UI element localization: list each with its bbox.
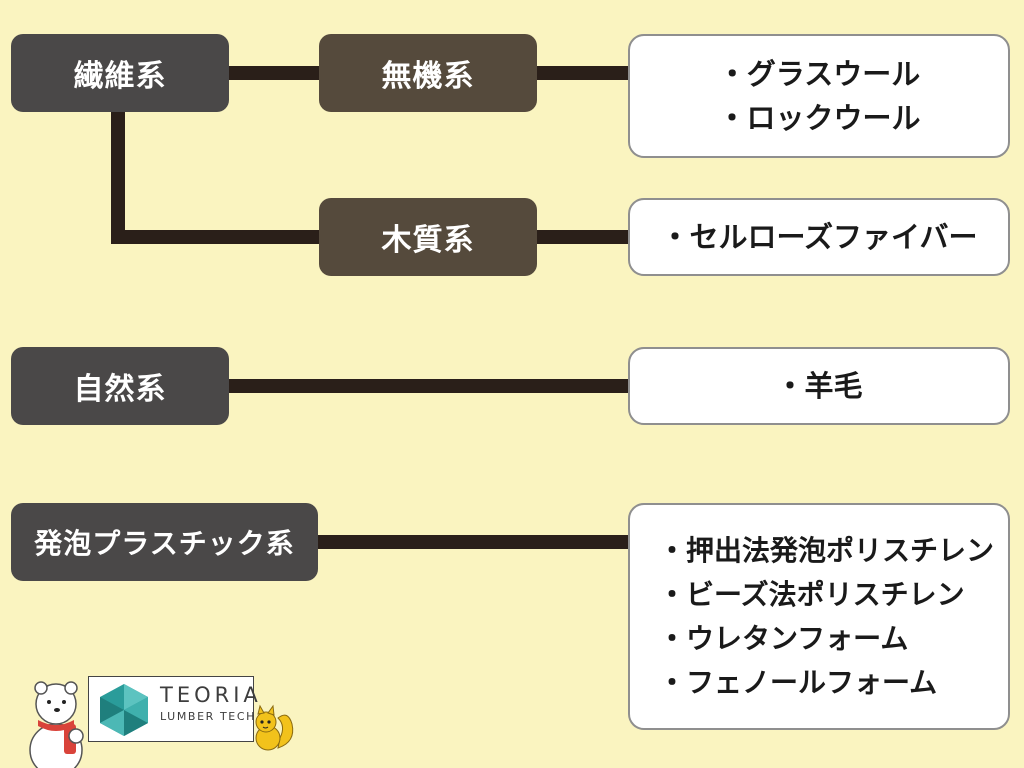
category-foam-label: 発泡プラスチック系 [34,527,295,560]
squirrel-mascot-icon [255,704,294,751]
material-item: ・セルローズファイバー [660,220,978,254]
logo-name: TEORIA [160,683,262,707]
category-inorganic-label: 無機系 [381,59,475,94]
materials-wood-box: ・セルローズファイバー [628,198,1010,276]
materials-foam-box: ・押出法発泡ポリスチレン ・ビーズ法ポリスチレン ・ウレタンフォーム ・フェノー… [628,503,1010,730]
category-wood-label: 木質系 [381,223,475,258]
category-fiber-label: 繊維系 [73,59,167,94]
connector-wood-materials [537,230,630,244]
teoria-logo-text: TEORIA LUMBER TECH [160,682,262,726]
material-item: ・ロックウール [717,101,921,135]
category-natural: 自然系 [11,347,229,425]
category-natural-label: 自然系 [73,372,167,407]
category-foam: 発泡プラスチック系 [11,503,318,581]
material-item: ・グラスウール [717,57,921,91]
category-inorganic: 無機系 [319,34,537,112]
teoria-logo-icon [100,684,148,736]
polar-bear-mascot-icon [29,681,84,768]
material-item: ・ウレタンフォーム [658,621,909,655]
material-item: ・押出法発泡ポリスチレン [658,533,995,567]
connector-natural-materials [228,379,630,393]
category-wood: 木質系 [319,198,537,276]
connector-fiber-wood [111,230,321,244]
material-item: ・ビーズ法ポリスチレン [658,577,965,611]
material-item: ・フェノールフォーム [658,665,938,699]
category-fiber: 繊維系 [11,34,229,112]
connector-fiber-down [111,110,125,244]
materials-natural-box: ・羊毛 [628,347,1010,425]
materials-inorganic-box: ・グラスウール ・ロックウール [628,34,1010,158]
connector-fiber-inorganic [228,66,320,80]
connector-inorganic-materials [537,66,630,80]
material-item: ・羊毛 [775,369,863,403]
logo-subtitle: LUMBER TECH [160,710,256,723]
connector-foam-materials [317,535,630,549]
